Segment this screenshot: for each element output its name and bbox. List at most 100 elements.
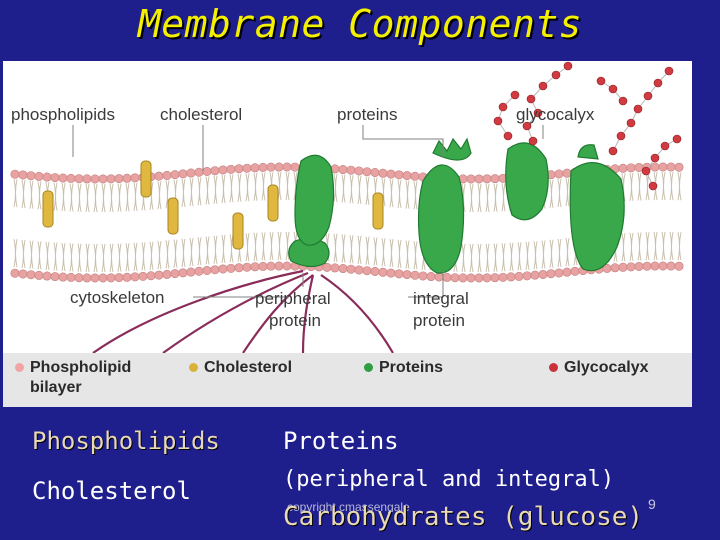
lipid-tail (661, 171, 666, 201)
phospholipid-head (450, 273, 460, 283)
phospholipid-head (274, 162, 284, 172)
phospholipid-head (250, 163, 260, 173)
text-peripheral-integral: (peripheral and integral) (283, 467, 615, 492)
lipid-tail (37, 241, 42, 270)
cytoskeleton-filament (92, 269, 304, 353)
phospholipid-head (178, 268, 188, 278)
sugar-unit (608, 84, 618, 94)
phospholipid-head (490, 174, 500, 184)
phospholipid-head (458, 273, 468, 283)
lipid-tail (77, 183, 82, 212)
phospholipid-head (386, 268, 396, 278)
lipid-tail (269, 232, 274, 261)
sugar-unit (653, 78, 663, 88)
sugar-unit (633, 104, 643, 114)
sugar-unit (608, 146, 618, 156)
lipid-tail (181, 178, 186, 207)
sugar-unit (503, 131, 513, 141)
lipid-tail (29, 240, 34, 269)
lipid-tail (501, 243, 506, 272)
label-peripheral: peripheral (255, 289, 331, 308)
phospholipid-head (82, 174, 92, 184)
phospholipid-head (434, 272, 444, 282)
lipid-tail (549, 239, 554, 268)
phospholipid-head (378, 168, 388, 178)
phospholipid-head (394, 170, 404, 180)
lipid-tail (333, 173, 338, 203)
phospholipid-head (370, 168, 380, 178)
phospholipid-head (114, 273, 124, 283)
phospholipid-head (354, 265, 364, 275)
lipid-tail (213, 235, 218, 264)
legend-glycocalyx: Glycocalyx (564, 359, 649, 376)
sugar-unit (664, 66, 674, 76)
lipid-tail (53, 182, 58, 211)
text-cholesterol: Cholesterol (32, 477, 191, 505)
lipid-tail (365, 236, 370, 265)
lipid-tail (157, 240, 162, 270)
lipid-tail (389, 238, 394, 268)
phospholipid-head (162, 170, 172, 180)
lipid-tail (125, 243, 130, 272)
glycocalyx-chains (493, 61, 682, 191)
phospholipid-head (674, 261, 684, 271)
sugar-unit (626, 118, 636, 128)
phospholipid-head (34, 171, 44, 181)
cholesterol-molecule (42, 190, 54, 228)
label-integral: integral (413, 289, 469, 308)
cytoskeleton-filament (242, 274, 314, 353)
phospholipid-head (658, 261, 668, 271)
phospholipid-head (386, 169, 396, 179)
cholesterol-molecule (267, 184, 279, 222)
phospholipid-head (218, 264, 228, 274)
phospholipid-head (410, 270, 420, 280)
sugar-unit (563, 61, 573, 71)
phospholipid-head (338, 165, 348, 175)
lipid-tail (629, 232, 634, 261)
phospholipid-head (90, 174, 100, 184)
phospholipid-head (34, 270, 44, 280)
lipid-tail (13, 239, 18, 268)
phospholipid-head (50, 272, 60, 282)
phospholipid-head (346, 264, 356, 274)
phospholipid-head (514, 271, 524, 281)
phospholipid-head (522, 271, 532, 281)
lipid-tail (285, 231, 290, 261)
phospholipid-head (74, 174, 84, 184)
lipid-tail (45, 241, 50, 271)
lipid-tail (245, 173, 250, 202)
lipid-tail (397, 179, 402, 208)
lipid-tail (621, 233, 626, 262)
sugar-unit (551, 70, 561, 80)
phospholipid-head (74, 273, 84, 283)
legend-proteins: Proteins (379, 359, 444, 376)
protein-shape (505, 142, 549, 221)
phospholipid-head (106, 273, 116, 283)
phospholipid-head (554, 268, 564, 278)
sugar-unit (538, 81, 548, 91)
cholesterol-molecules (42, 160, 384, 250)
lipid-tail (557, 178, 562, 208)
sugar-unit (493, 116, 503, 126)
legend-dot-glycocalyx (549, 363, 558, 372)
lipid-tail (565, 238, 570, 267)
phospholipid-head (202, 265, 212, 275)
lipid-tail (37, 181, 42, 210)
lipid-tail (541, 240, 546, 269)
phospholipid-head (50, 173, 60, 183)
lipid-tail (413, 181, 418, 210)
sugar-unit (672, 134, 682, 144)
phospholipid-head (154, 171, 164, 181)
membrane-illustration (10, 61, 684, 353)
lipid-tail (77, 243, 82, 272)
phospholipid-head (466, 174, 476, 184)
sugar-unit (498, 102, 508, 112)
phospholipid-head (186, 168, 196, 178)
lipid-tail (357, 235, 362, 265)
lipid-tail (493, 243, 498, 272)
sugar-unit (660, 141, 670, 151)
lipid-tail (141, 242, 146, 271)
lipid-tail (485, 183, 490, 212)
lipid-tail (13, 179, 18, 208)
protein-shape (294, 154, 335, 246)
